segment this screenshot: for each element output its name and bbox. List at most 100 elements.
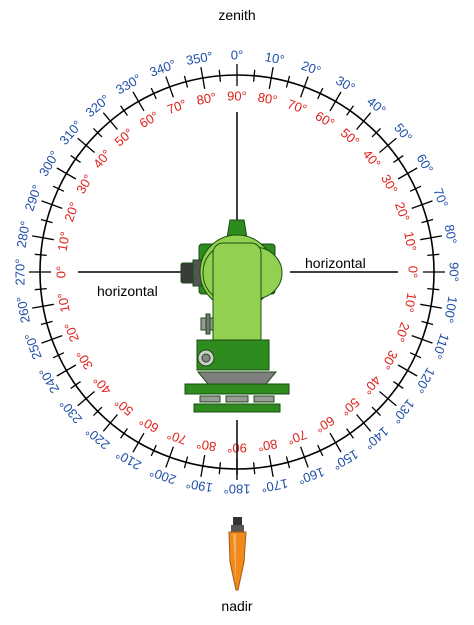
scale-tick: [397, 364, 418, 377]
azimuth-scale-label: 190°: [185, 476, 214, 495]
vertical-scale-label: 20°: [61, 200, 82, 224]
scale-tick: [317, 444, 324, 457]
azimuth-scale-label: 130°: [389, 396, 418, 426]
scale-tick: [427, 253, 440, 257]
scale-tick: [77, 137, 95, 153]
azimuth-scale-label: 160°: [296, 464, 326, 487]
scale-tick: [92, 406, 103, 417]
vertical-scale-label: 60°: [137, 108, 162, 131]
plumb-bob-icon: [228, 517, 247, 591]
azimuth-scale-label: 290°: [21, 183, 44, 213]
scale-tick: [420, 235, 442, 241]
vertical-scale-label: 10°: [401, 292, 419, 314]
azimuth-scale-label: 10°: [264, 49, 286, 67]
azimuth-scale-label: 70°: [431, 186, 452, 210]
azimuth-scale-label: 170°: [260, 476, 289, 495]
scale-tick: [183, 456, 189, 469]
azimuth-scale-label: 260°: [14, 295, 33, 324]
scale-tick: [200, 67, 206, 89]
vertical-scale-label: 0°: [54, 266, 69, 278]
scale-tick: [346, 105, 354, 116]
vertical-scale-label: 0°: [406, 266, 421, 278]
azimuth-scale-label: 330°: [113, 71, 144, 97]
scale-tick: [165, 446, 174, 468]
scale-tick: [329, 432, 342, 453]
scale-tick: [41, 335, 63, 344]
azimuth-scale-label: 90°: [447, 262, 462, 282]
vertical-scale-label: 50°: [112, 395, 137, 419]
scale-tick: [56, 364, 77, 377]
nadir-label: nadir: [221, 598, 252, 614]
scale-tick: [393, 155, 404, 163]
scale-tick: [285, 75, 291, 88]
vertical-scale-label: 30°: [73, 172, 96, 197]
azimuth-scale-label: 310°: [56, 117, 85, 147]
scale-tick: [300, 446, 309, 468]
azimuth-scale-label: 60°: [414, 151, 437, 176]
azimuth-scale-label: 280°: [14, 220, 33, 249]
vertical-scale-label: 40°: [90, 147, 114, 172]
scale-tick: [421, 320, 434, 326]
scale-tick: [102, 112, 118, 130]
scale-tick: [356, 414, 372, 432]
vertical-scale-label: 70°: [165, 96, 189, 117]
vertical-scale-label: 60°: [313, 108, 338, 131]
scale-tick: [346, 428, 354, 439]
scale-tick: [411, 200, 433, 209]
vertical-scale-label: 10°: [55, 230, 73, 252]
scale-tick: [420, 303, 442, 309]
vertical-scale-label: 20°: [392, 200, 413, 224]
vertical-scale-label: 80°: [257, 436, 279, 454]
scale-tick: [252, 462, 256, 475]
scale-tick: [150, 444, 157, 457]
zenith-label: zenith: [218, 7, 255, 23]
vertical-scale-label: 50°: [338, 125, 363, 149]
azimuth-scale-label: 210°: [113, 447, 144, 473]
scale-tick: [371, 127, 382, 138]
vertical-scale-label: 50°: [112, 125, 137, 149]
azimuth-scale-label: 80°: [442, 223, 460, 245]
vertical-scale-label: 90°: [227, 89, 247, 104]
azimuth-scale-label: 180°: [224, 482, 251, 497]
scale-tick: [56, 167, 77, 180]
scale-tick: [218, 462, 222, 475]
scale-tick: [165, 76, 174, 98]
scale-tick: [52, 185, 65, 192]
scale-tick: [32, 303, 54, 309]
azimuth-scale-label: 110°: [429, 331, 452, 361]
azimuth-scale-label: 300°: [36, 148, 62, 179]
scale-tick: [200, 455, 206, 477]
scale-tick: [70, 155, 81, 163]
vertical-scale-label: 60°: [137, 413, 162, 436]
azimuth-scale-label: 50°: [391, 120, 415, 145]
scale-tick: [34, 287, 47, 291]
scale-tick: [34, 253, 47, 257]
scale-tick: [397, 167, 418, 180]
scale-tick: [120, 105, 128, 116]
azimuth-scale-label: 340°: [148, 56, 178, 79]
azimuth-scale-label: 200°: [148, 464, 178, 487]
horizontal-label-left: horizontal: [97, 283, 158, 299]
vertical-scale-label: 30°: [378, 172, 401, 197]
scale-tick: [32, 235, 54, 241]
scale-tick: [411, 335, 433, 344]
scale-tick: [268, 67, 274, 89]
scale-tick: [92, 127, 103, 138]
scale-tick: [329, 91, 342, 112]
azimuth-scale-label: 230°: [56, 396, 85, 426]
scale-tick: [218, 69, 222, 82]
scale-tick: [427, 287, 440, 291]
azimuth-scale-label: 350°: [185, 49, 214, 68]
azimuth-scale-label: 120°: [412, 365, 438, 396]
azimuth-scale-label: 270°: [13, 259, 28, 286]
vertical-scale-label: 80°: [195, 436, 217, 454]
azimuth-scale-label: 0°: [231, 48, 243, 63]
vertical-scale-label: 20°: [61, 320, 82, 344]
scale-tick: [379, 391, 397, 407]
scale-tick: [409, 185, 422, 192]
azimuth-scale-label: 20°: [299, 58, 323, 79]
vertical-scale-label: 70°: [285, 427, 309, 448]
vertical-scale-label: 70°: [285, 96, 309, 117]
azimuth-scale-label: 220°: [82, 424, 112, 453]
